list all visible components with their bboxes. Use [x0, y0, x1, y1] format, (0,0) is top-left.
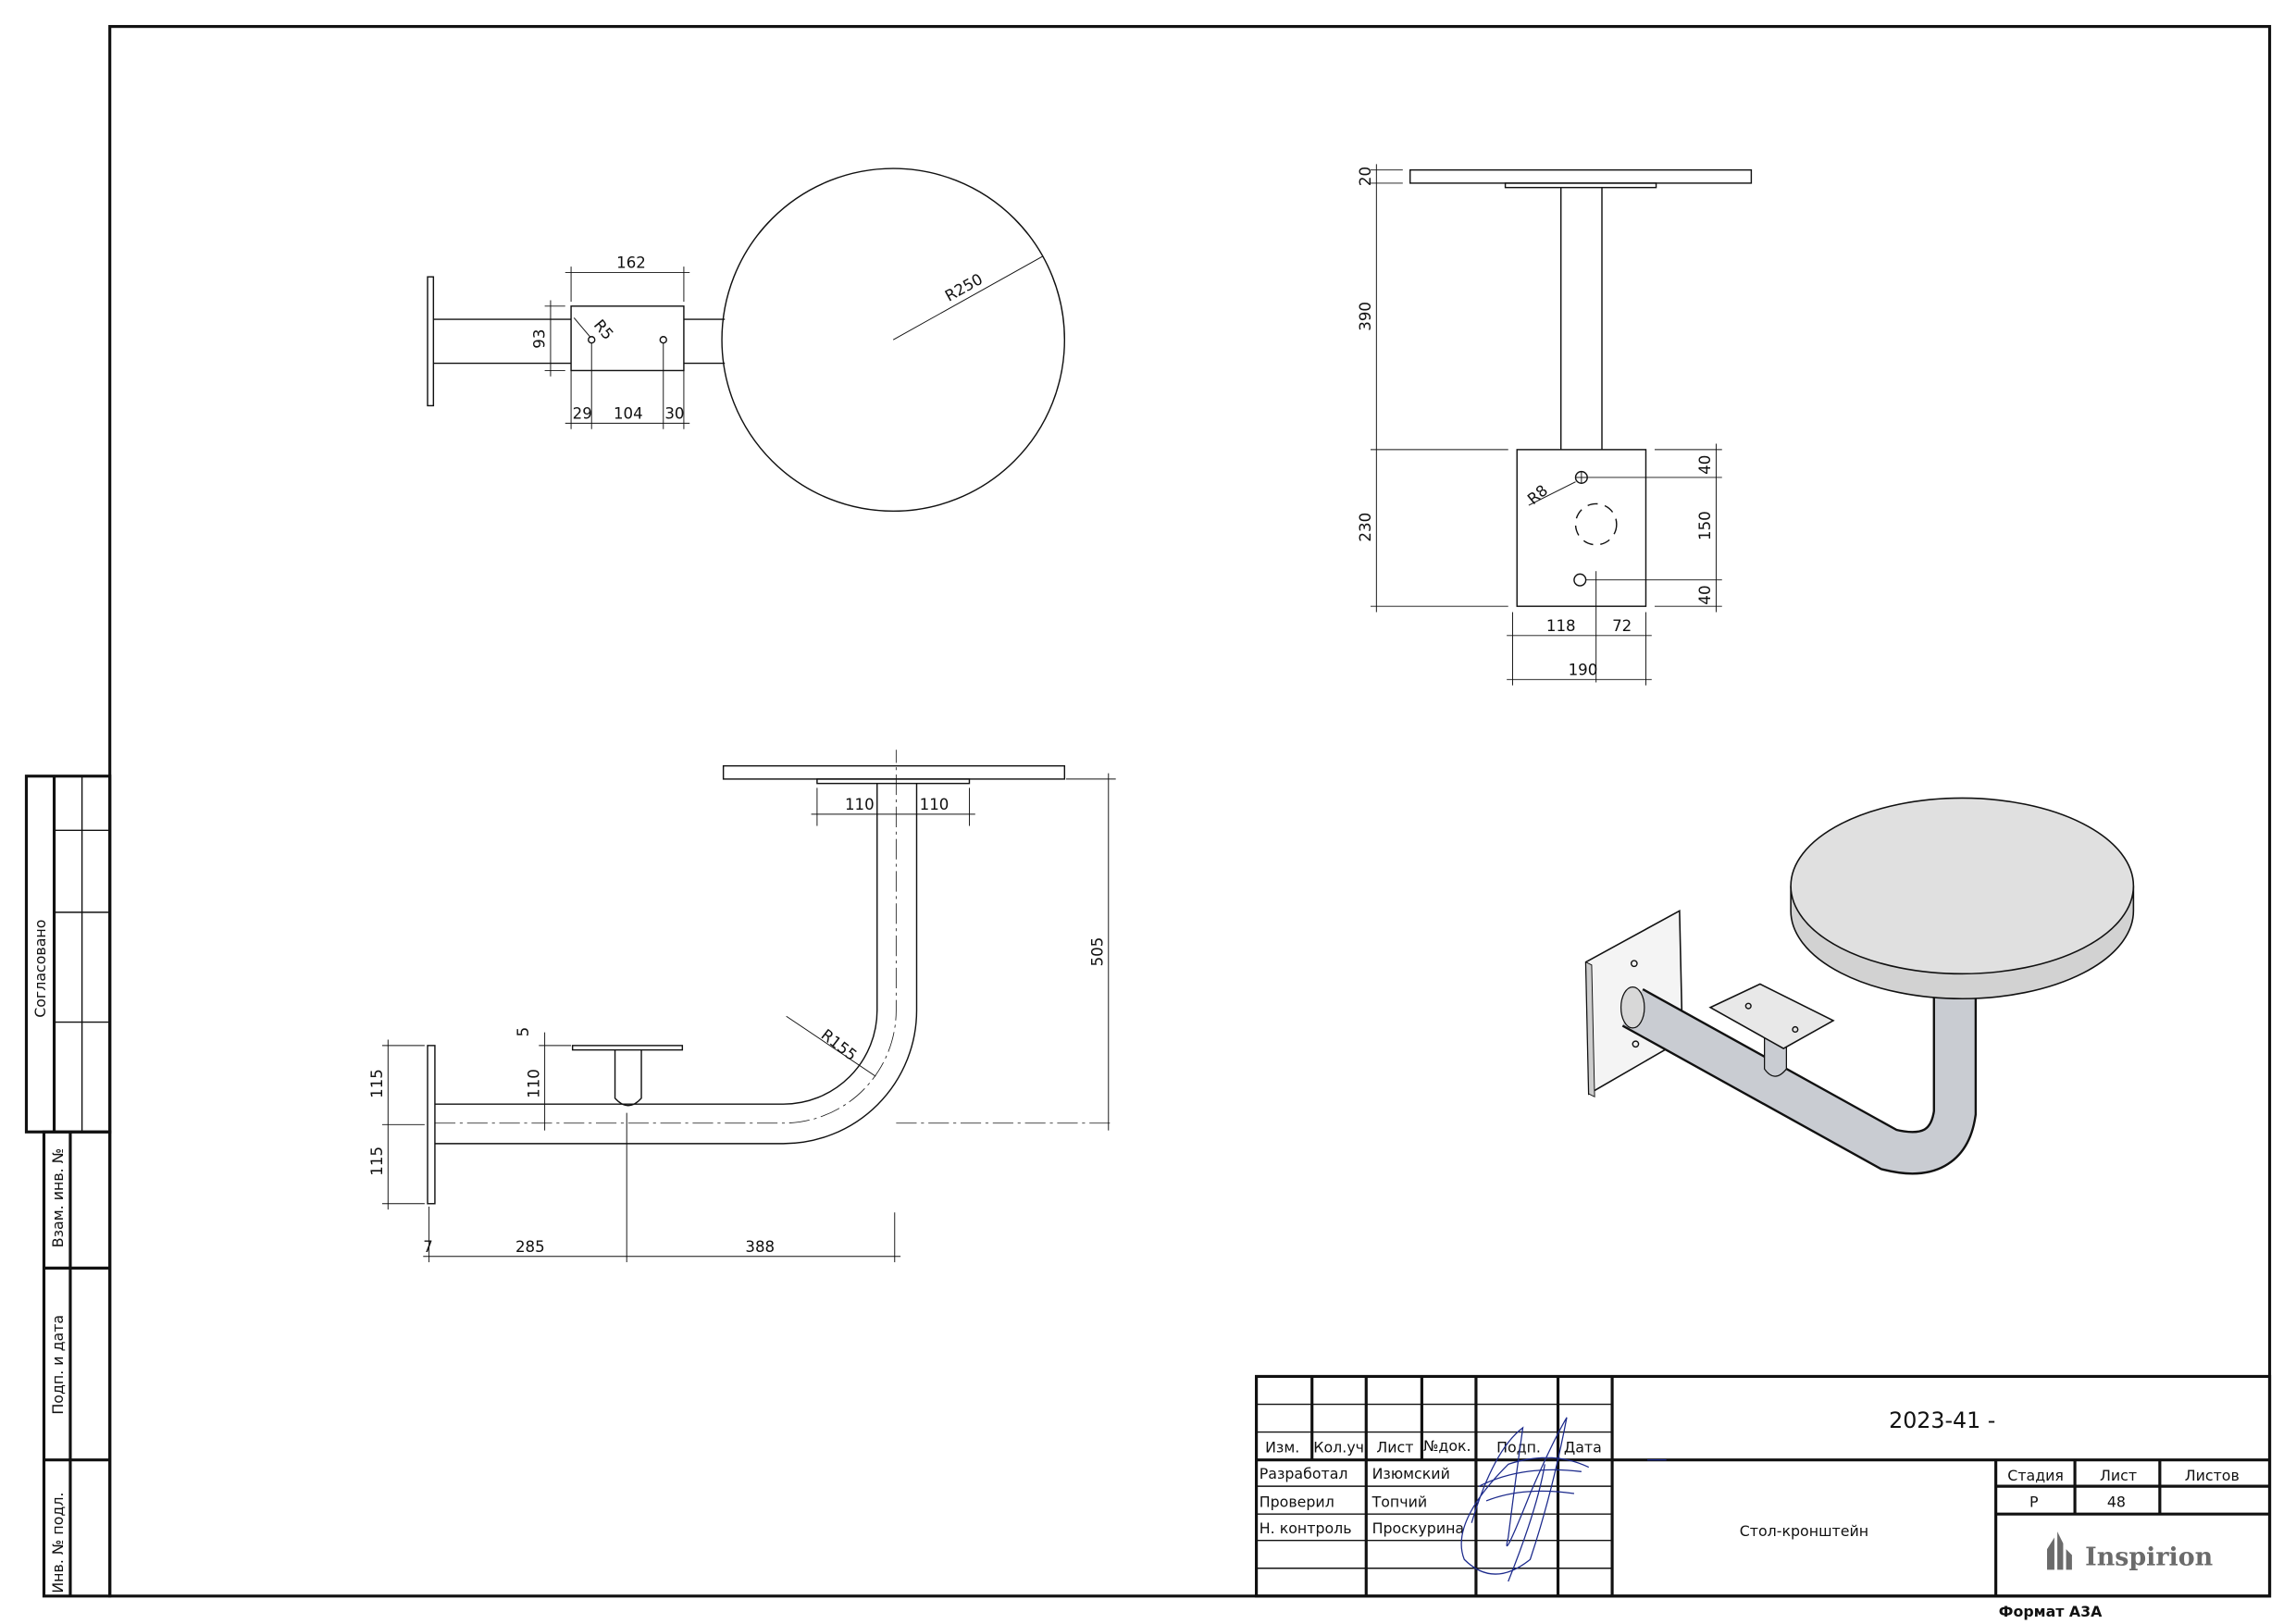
sheet-value: 48 — [2107, 1493, 2126, 1510]
signature — [1460, 1417, 1667, 1582]
company-logo: Inspirion — [2047, 1531, 2213, 1572]
document-code: 2023-41 - — [1889, 1407, 1995, 1433]
dim-110-right: 110 — [920, 796, 949, 813]
sheet-format: Формат А3А — [1999, 1603, 2103, 1620]
stamp-inv-orig: Инв. № подл. — [49, 1493, 67, 1593]
dim-r250: R250 — [942, 270, 986, 305]
company-name: Inspirion — [2085, 1543, 2213, 1572]
dim-5: 5 — [515, 1027, 532, 1037]
dim-115-top: 115 — [368, 1069, 386, 1098]
dim-20: 20 — [1357, 167, 1374, 186]
dim-505: 505 — [1088, 937, 1106, 967]
tabletop-3d — [1790, 797, 2135, 975]
stamp-sign-date: Подп. и дата — [49, 1315, 67, 1415]
dim-93: 93 — [531, 329, 549, 349]
header-izm: Изм. — [1265, 1439, 1299, 1457]
product-name: Стол-кронштейн — [1740, 1522, 1868, 1540]
dim-390: 390 — [1357, 302, 1374, 331]
name-developed: Изюмский — [1372, 1465, 1450, 1482]
dim-7: 7 — [423, 1238, 433, 1256]
header-list: Лист — [1376, 1439, 1413, 1457]
tabletop-circle — [721, 167, 1066, 513]
sheet-label: Лист — [2100, 1467, 2137, 1484]
dim-230: 230 — [1357, 513, 1374, 542]
header-data: Дата — [1564, 1439, 1602, 1457]
elevation-view: 20 390 230 40 150 40 R8 118 72 190 — [1357, 164, 1753, 686]
role-checked: Проверил — [1260, 1493, 1334, 1510]
dim-30: 30 — [664, 405, 684, 423]
dim-29: 29 — [573, 405, 592, 423]
name-norm-control: Проскурина — [1372, 1519, 1465, 1537]
name-checked: Топчий — [1371, 1493, 1428, 1510]
dim-118: 118 — [1546, 617, 1576, 635]
sheets-label: Листов — [2185, 1467, 2240, 1484]
dim-110-left: 110 — [845, 796, 875, 813]
building-icon — [2047, 1531, 2072, 1570]
dim-190: 190 — [1569, 662, 1598, 679]
dim-40-bottom: 40 — [1696, 585, 1714, 604]
side-view: 110 110 505 5 110 115 115 R155 7 285 388 — [368, 750, 1116, 1263]
dim-162: 162 — [616, 254, 646, 272]
dim-72: 72 — [1612, 617, 1632, 635]
dim-r8: R8 — [1524, 481, 1551, 508]
header-ndok: №док. — [1423, 1437, 1471, 1455]
title-block: Изм. Кол.уч. Лист №док. Подп. Дата Разра… — [1255, 1374, 2272, 1620]
dim-40-top: 40 — [1696, 455, 1714, 475]
dim-388: 388 — [745, 1238, 775, 1256]
isometric-view — [1584, 797, 2135, 1175]
dim-110-post: 110 — [525, 1069, 542, 1098]
role-developed: Разработал — [1260, 1465, 1348, 1482]
stamp-agreed: Согласовано — [31, 920, 49, 1018]
side-stamp: Согласовано Взам. инв. № Подп. и дата Ин… — [24, 775, 112, 1598]
stage-value: Р — [2029, 1493, 2039, 1510]
plan-view: 162 93 R5 29 104 30 R250 — [427, 167, 1066, 513]
header-kol-uch: Кол.уч. — [1313, 1439, 1369, 1457]
dim-104: 104 — [614, 405, 643, 423]
dim-r155: R155 — [818, 1026, 861, 1065]
stage-label: Стадия — [2007, 1467, 2064, 1484]
stamp-replaced-inv: Взам. инв. № — [49, 1148, 67, 1247]
dim-150: 150 — [1696, 511, 1714, 540]
dim-285: 285 — [515, 1238, 545, 1256]
role-norm-control: Н. контроль — [1260, 1519, 1352, 1537]
dim-115-bottom: 115 — [368, 1147, 386, 1176]
